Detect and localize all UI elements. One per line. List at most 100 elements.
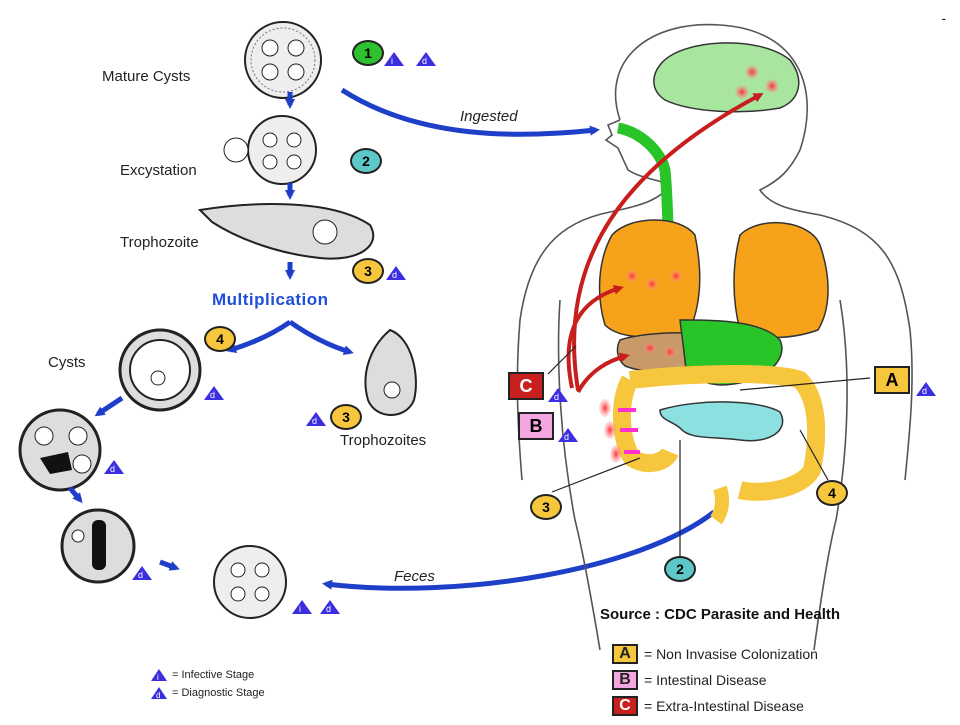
label-excystation: Excystation <box>120 162 197 179</box>
diagnostic-triangle-icon <box>386 266 406 280</box>
arrow-split-right <box>288 319 354 356</box>
diagnostic-triangle-icon <box>320 600 340 614</box>
label-trophozoite: Trophozoite <box>120 234 199 251</box>
chromatoid-triangle: d <box>132 566 152 580</box>
box-c-triangle: d <box>548 388 568 402</box>
stage-badge-4-body: 4 <box>816 480 848 506</box>
svg-text:d: d <box>110 464 115 474</box>
svg-text:d: d <box>210 390 215 400</box>
chromatoid-cyst-icon <box>60 508 136 584</box>
trophozoite-icon <box>197 203 375 260</box>
legend-row-a: A = Non Invasise Colonization <box>612 644 818 664</box>
legend-diagnostic-text: = Diagnostic Stage <box>172 687 265 699</box>
stage-badge-3-body: 3 <box>530 494 562 520</box>
stage-badge-2: 2 <box>350 148 382 174</box>
mature-cyst-final-icon <box>213 545 287 619</box>
mature-cyst-icon <box>244 21 322 99</box>
brain-icon <box>653 42 800 113</box>
box-letter: C <box>519 375 533 396</box>
arrow-cycle <box>68 486 83 504</box>
legend-box-c: C <box>612 696 638 716</box>
colon <box>613 365 826 501</box>
label-feces: Feces <box>394 568 435 585</box>
stage-1-triangles: i d <box>384 52 436 66</box>
stage-badge-3: 3 <box>352 258 384 284</box>
stage-number: 3 <box>342 409 350 425</box>
svg-text:d: d <box>922 386 927 396</box>
svg-text:d: d <box>312 416 317 426</box>
excystation-icon <box>223 115 317 185</box>
diagnostic-triangle-icon <box>558 428 578 442</box>
legend-text-a: = Non Invasise Colonization <box>644 646 818 662</box>
corner-mark: - <box>941 10 946 26</box>
feces-arrow <box>322 510 716 591</box>
svg-text:i: i <box>299 604 301 614</box>
legend-diagnostic: d = Diagnostic Stage <box>150 686 265 700</box>
spread-arrow-lung <box>566 284 624 389</box>
legend-infective: i = Infective Stage <box>150 668 254 682</box>
diagnostic-triangle-icon <box>548 388 568 402</box>
infective-triangle-icon <box>384 52 404 66</box>
small-intestine <box>659 401 784 442</box>
arrow-cycle <box>94 395 124 417</box>
ingested-arrow <box>340 87 600 137</box>
svg-text:d: d <box>326 604 331 614</box>
label-multiplication: Multiplication <box>212 290 329 309</box>
arrow-cycle <box>159 559 180 571</box>
cyst-triangle: d <box>204 386 224 400</box>
pointer-line-a <box>739 377 871 391</box>
box-a-triangle: d <box>916 382 936 396</box>
box-letter: B <box>529 415 543 436</box>
infective-triangle-icon <box>292 600 312 614</box>
svg-text:d: d <box>554 392 559 402</box>
svg-text:i: i <box>157 673 159 682</box>
stage-number: 4 <box>216 331 224 347</box>
cyst-icon <box>118 328 202 412</box>
stage-number: 2 <box>362 153 370 169</box>
label-mature-cysts: Mature Cysts <box>102 68 191 85</box>
diagnostic-triangle-icon <box>306 412 326 426</box>
box-letter: A <box>885 369 899 390</box>
stage-badge-3-troph: 3 <box>330 404 362 430</box>
diagnostic-triangle-icon <box>916 382 936 396</box>
stage-badge-2-body: 2 <box>664 556 696 582</box>
label-ingested: Ingested <box>460 108 518 125</box>
spread-arrow-brain <box>572 93 764 391</box>
svg-text:i: i <box>391 56 393 66</box>
legend-text-c: = Extra-Intestinal Disease <box>644 698 804 714</box>
spread-arrow-liver <box>576 352 630 394</box>
infective-triangle-icon: i <box>151 669 167 682</box>
stage-number: 3 <box>542 499 550 515</box>
stage-number: 1 <box>364 45 372 61</box>
arrow-split-left <box>226 319 292 354</box>
rectum <box>710 485 730 525</box>
dividing-triangle: d <box>104 460 124 474</box>
source-note: Source : CDC Parasite and Health <box>600 606 841 623</box>
svg-text:d: d <box>422 56 427 66</box>
stage-badge-1: 1 <box>352 40 384 66</box>
legend-box-b: B <box>612 670 638 690</box>
svg-text:d: d <box>392 270 397 280</box>
legend-row-c: C = Extra-Intestinal Disease <box>612 696 804 716</box>
label-trophozoites: Trophozoites <box>340 432 427 449</box>
legend-infective-text: = Infective Stage <box>172 669 255 681</box>
stage-number: 4 <box>828 485 836 501</box>
final-cyst-triangles: i d <box>292 600 340 614</box>
diagnostic-triangle-icon: d <box>151 687 167 700</box>
diagnostic-triangle-icon <box>416 52 436 66</box>
diagnostic-triangle-icon <box>104 460 124 474</box>
svg-text:d: d <box>156 691 160 700</box>
legend-text-b: = Intestinal Disease <box>644 672 767 688</box>
stage-number: 2 <box>676 561 684 577</box>
pointer-line-c <box>547 345 577 375</box>
pointer-line-4 <box>799 429 829 481</box>
label-cysts: Cysts <box>48 354 86 371</box>
legend-row-b: B = Intestinal Disease <box>612 670 767 690</box>
dividing-cyst-icon <box>18 408 102 492</box>
box-c: C <box>508 372 544 400</box>
troph-triangle: d <box>306 412 326 426</box>
stage-3-triangle: d <box>386 266 406 280</box>
box-b: B <box>518 412 554 440</box>
